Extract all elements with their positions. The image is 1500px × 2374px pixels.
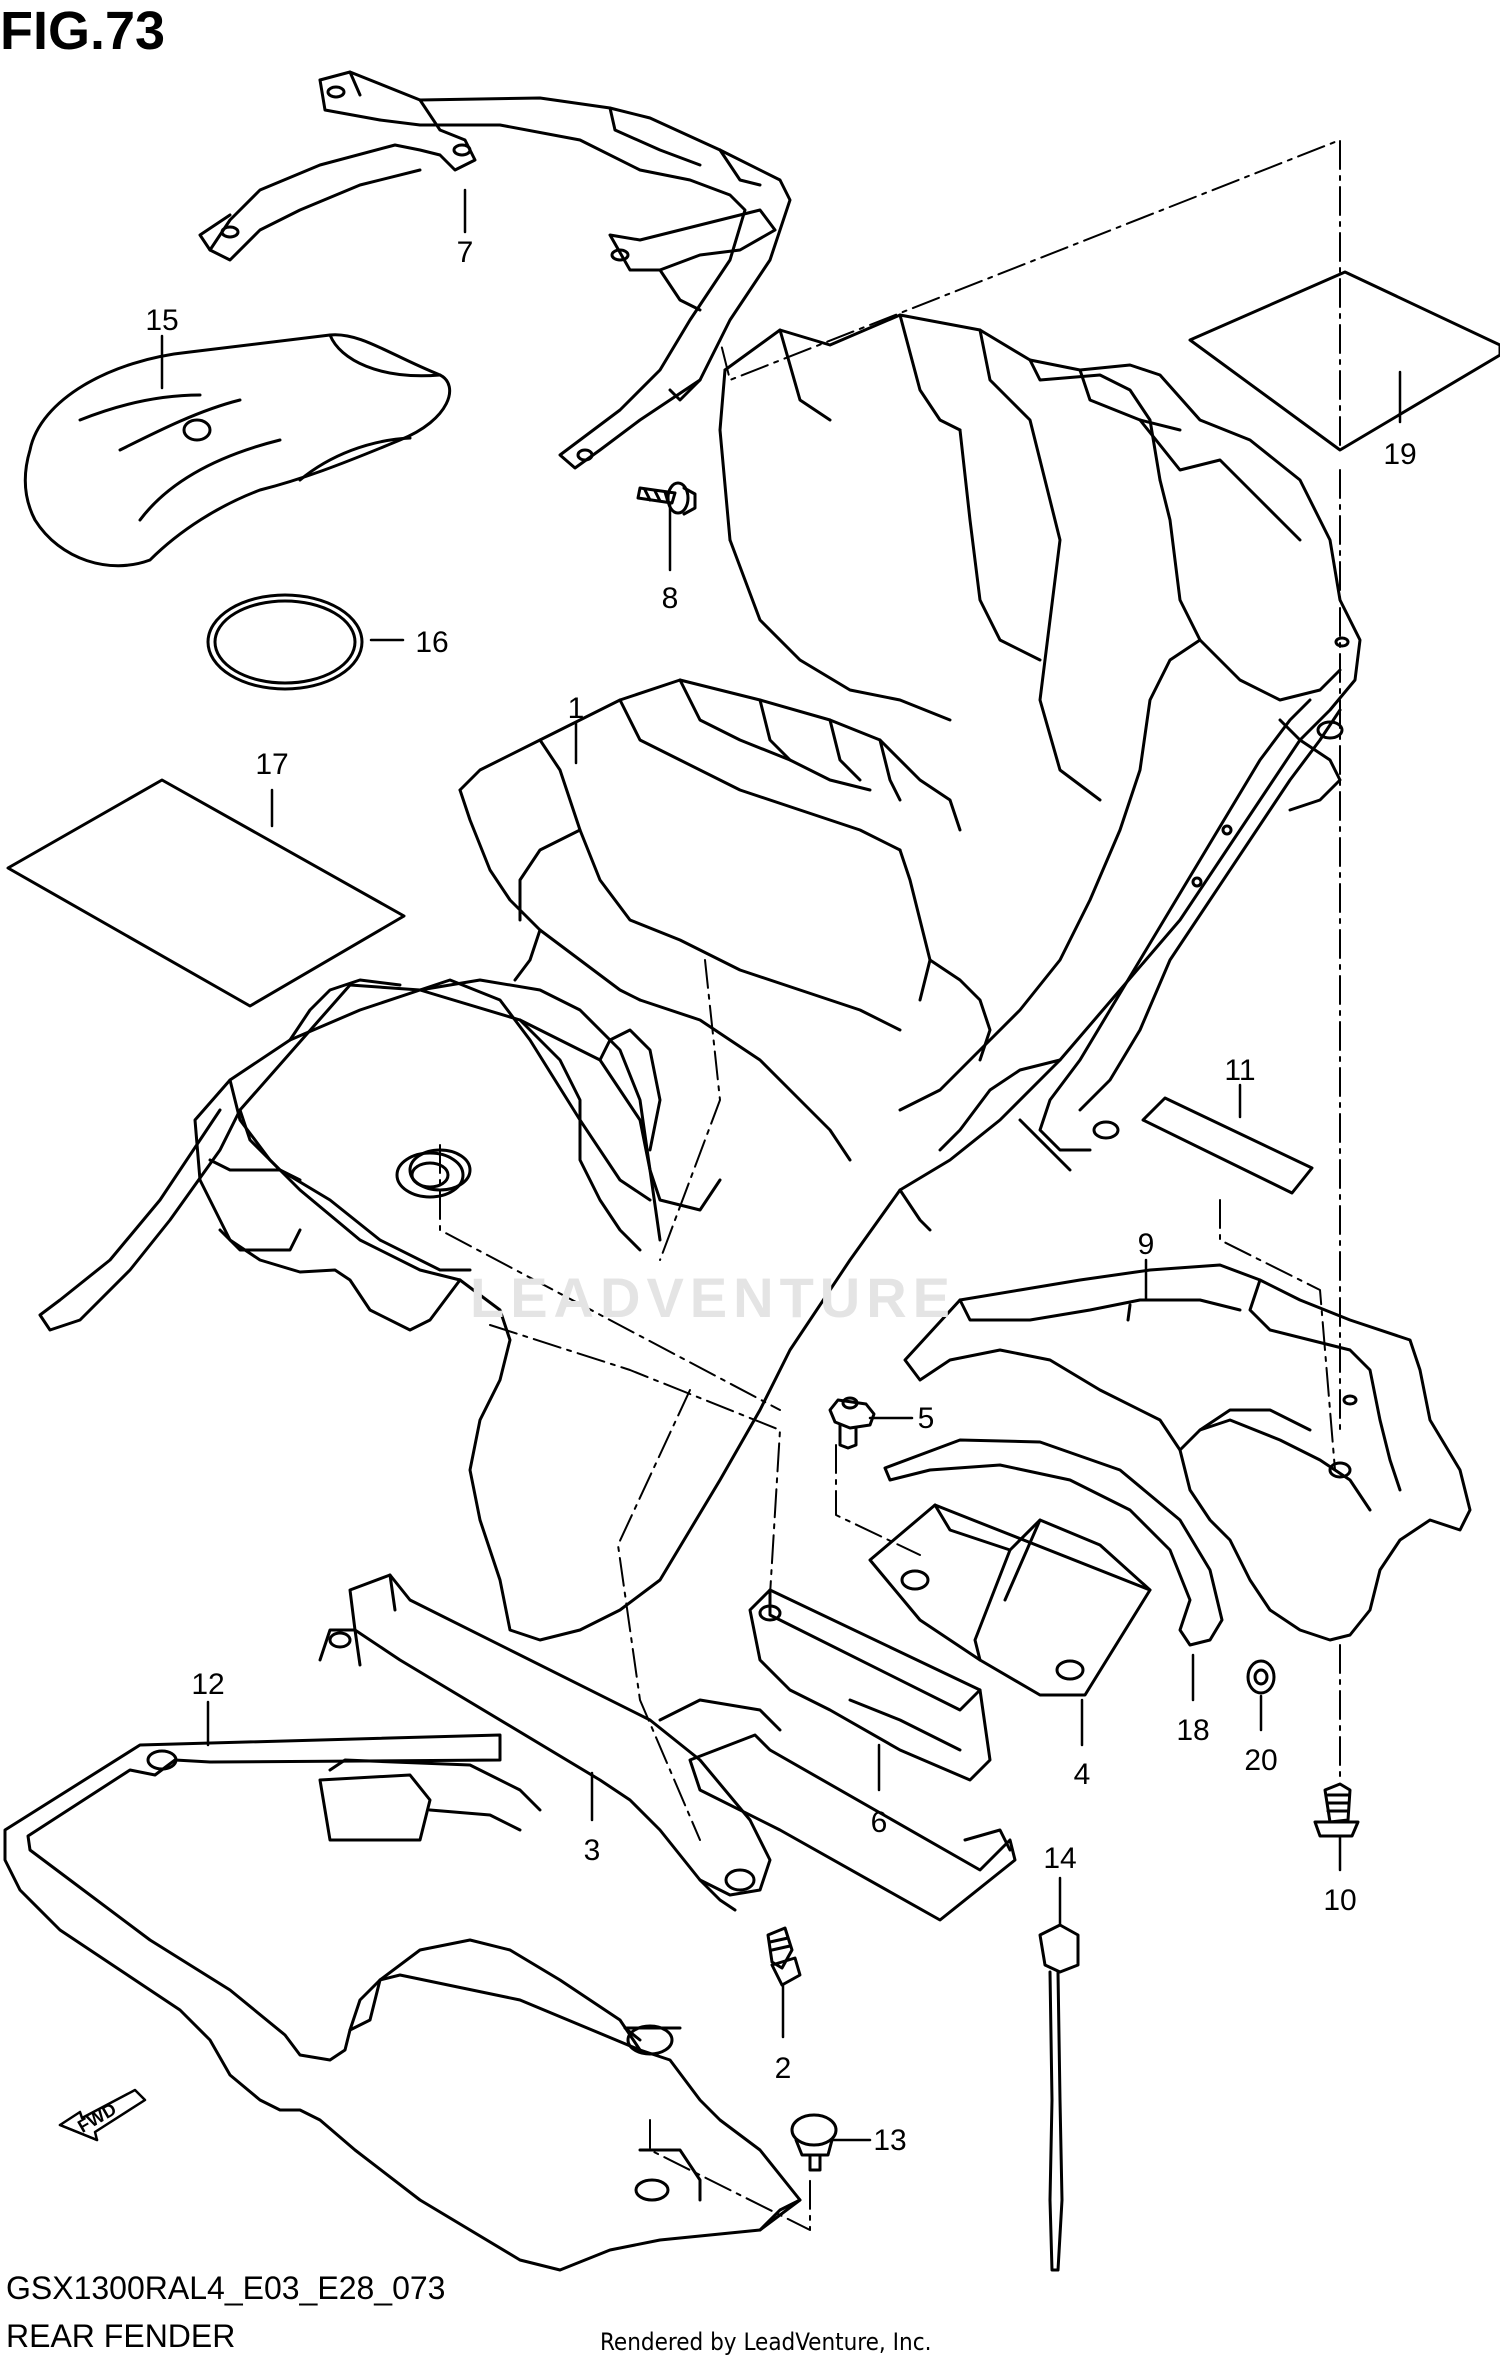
callout-13: 13: [873, 2124, 906, 2157]
callout-12: 12: [191, 1668, 224, 1701]
callout-17: 17: [255, 748, 288, 781]
callout-20: 20: [1244, 1744, 1277, 1777]
callout-16: 16: [415, 626, 448, 659]
callout-2: 2: [775, 2052, 792, 2085]
cable-tie-part: [1038, 1923, 1080, 2272]
pad-part: [6, 778, 406, 1008]
callout-10: 10: [1323, 1884, 1356, 1917]
diagram-code: GSX1300RAL4_E03_E28_073: [6, 2270, 446, 2306]
strip-part: [1141, 1096, 1314, 1195]
callout-labels: 7 15 16 17 1 8 19 11 9 5 12 3 6 4 18 20 …: [145, 236, 1416, 2157]
mount-bracket-part: [748, 1588, 992, 1782]
bolt-8-part: [636, 481, 697, 516]
rear-fender-part: [38, 313, 1362, 1642]
callout-6: 6: [871, 1806, 888, 1839]
leader-19-bracket: [719, 139, 1341, 446]
callout-3: 3: [584, 1834, 601, 1867]
callout-7: 7: [457, 236, 474, 269]
inner-fender-part: [903, 1263, 1472, 1642]
clip-5-part: [828, 1396, 876, 1450]
render-credit: Rendered by LeadVenture, Inc.: [600, 2328, 932, 2356]
figure-title: FIG.73: [0, 1, 166, 61]
seat-cover-part: [23, 333, 451, 568]
callout-9: 9: [1138, 1228, 1155, 1261]
forward-direction-arrow: [58, 2088, 147, 2142]
callout-11: 11: [1224, 1054, 1255, 1087]
callout-15: 15: [145, 304, 178, 337]
bolt-10-part: [1313, 1782, 1360, 1838]
lower-bracket-part: [868, 1503, 1152, 1697]
callout-leaders: [160, 188, 1402, 2142]
callout-8: 8: [662, 582, 679, 615]
callout-1: 1: [568, 692, 585, 725]
reference-lines: [439, 469, 1341, 2231]
washer-part: [1246, 1659, 1276, 1695]
callout-4: 4: [1074, 1758, 1091, 1791]
callout-5: 5: [918, 1402, 935, 1435]
push-clip-part: [790, 2113, 838, 2172]
grab-rail-part: [198, 70, 792, 470]
callout-19: 19: [1383, 438, 1416, 471]
undertray-part: [3, 1733, 1017, 2272]
seal-ring-part: [206, 593, 364, 691]
bolt-2-part: [766, 1926, 802, 1987]
support-bracket-part: [318, 1573, 782, 1912]
callout-14: 14: [1043, 1842, 1076, 1875]
top-pad-part: [1188, 270, 1500, 452]
watermark: LEADVENTURE: [470, 1266, 957, 1329]
callout-18: 18: [1176, 1714, 1209, 1747]
rubber-strip-part: [883, 1438, 1224, 1647]
section-name: REAR FENDER: [6, 2318, 236, 2354]
